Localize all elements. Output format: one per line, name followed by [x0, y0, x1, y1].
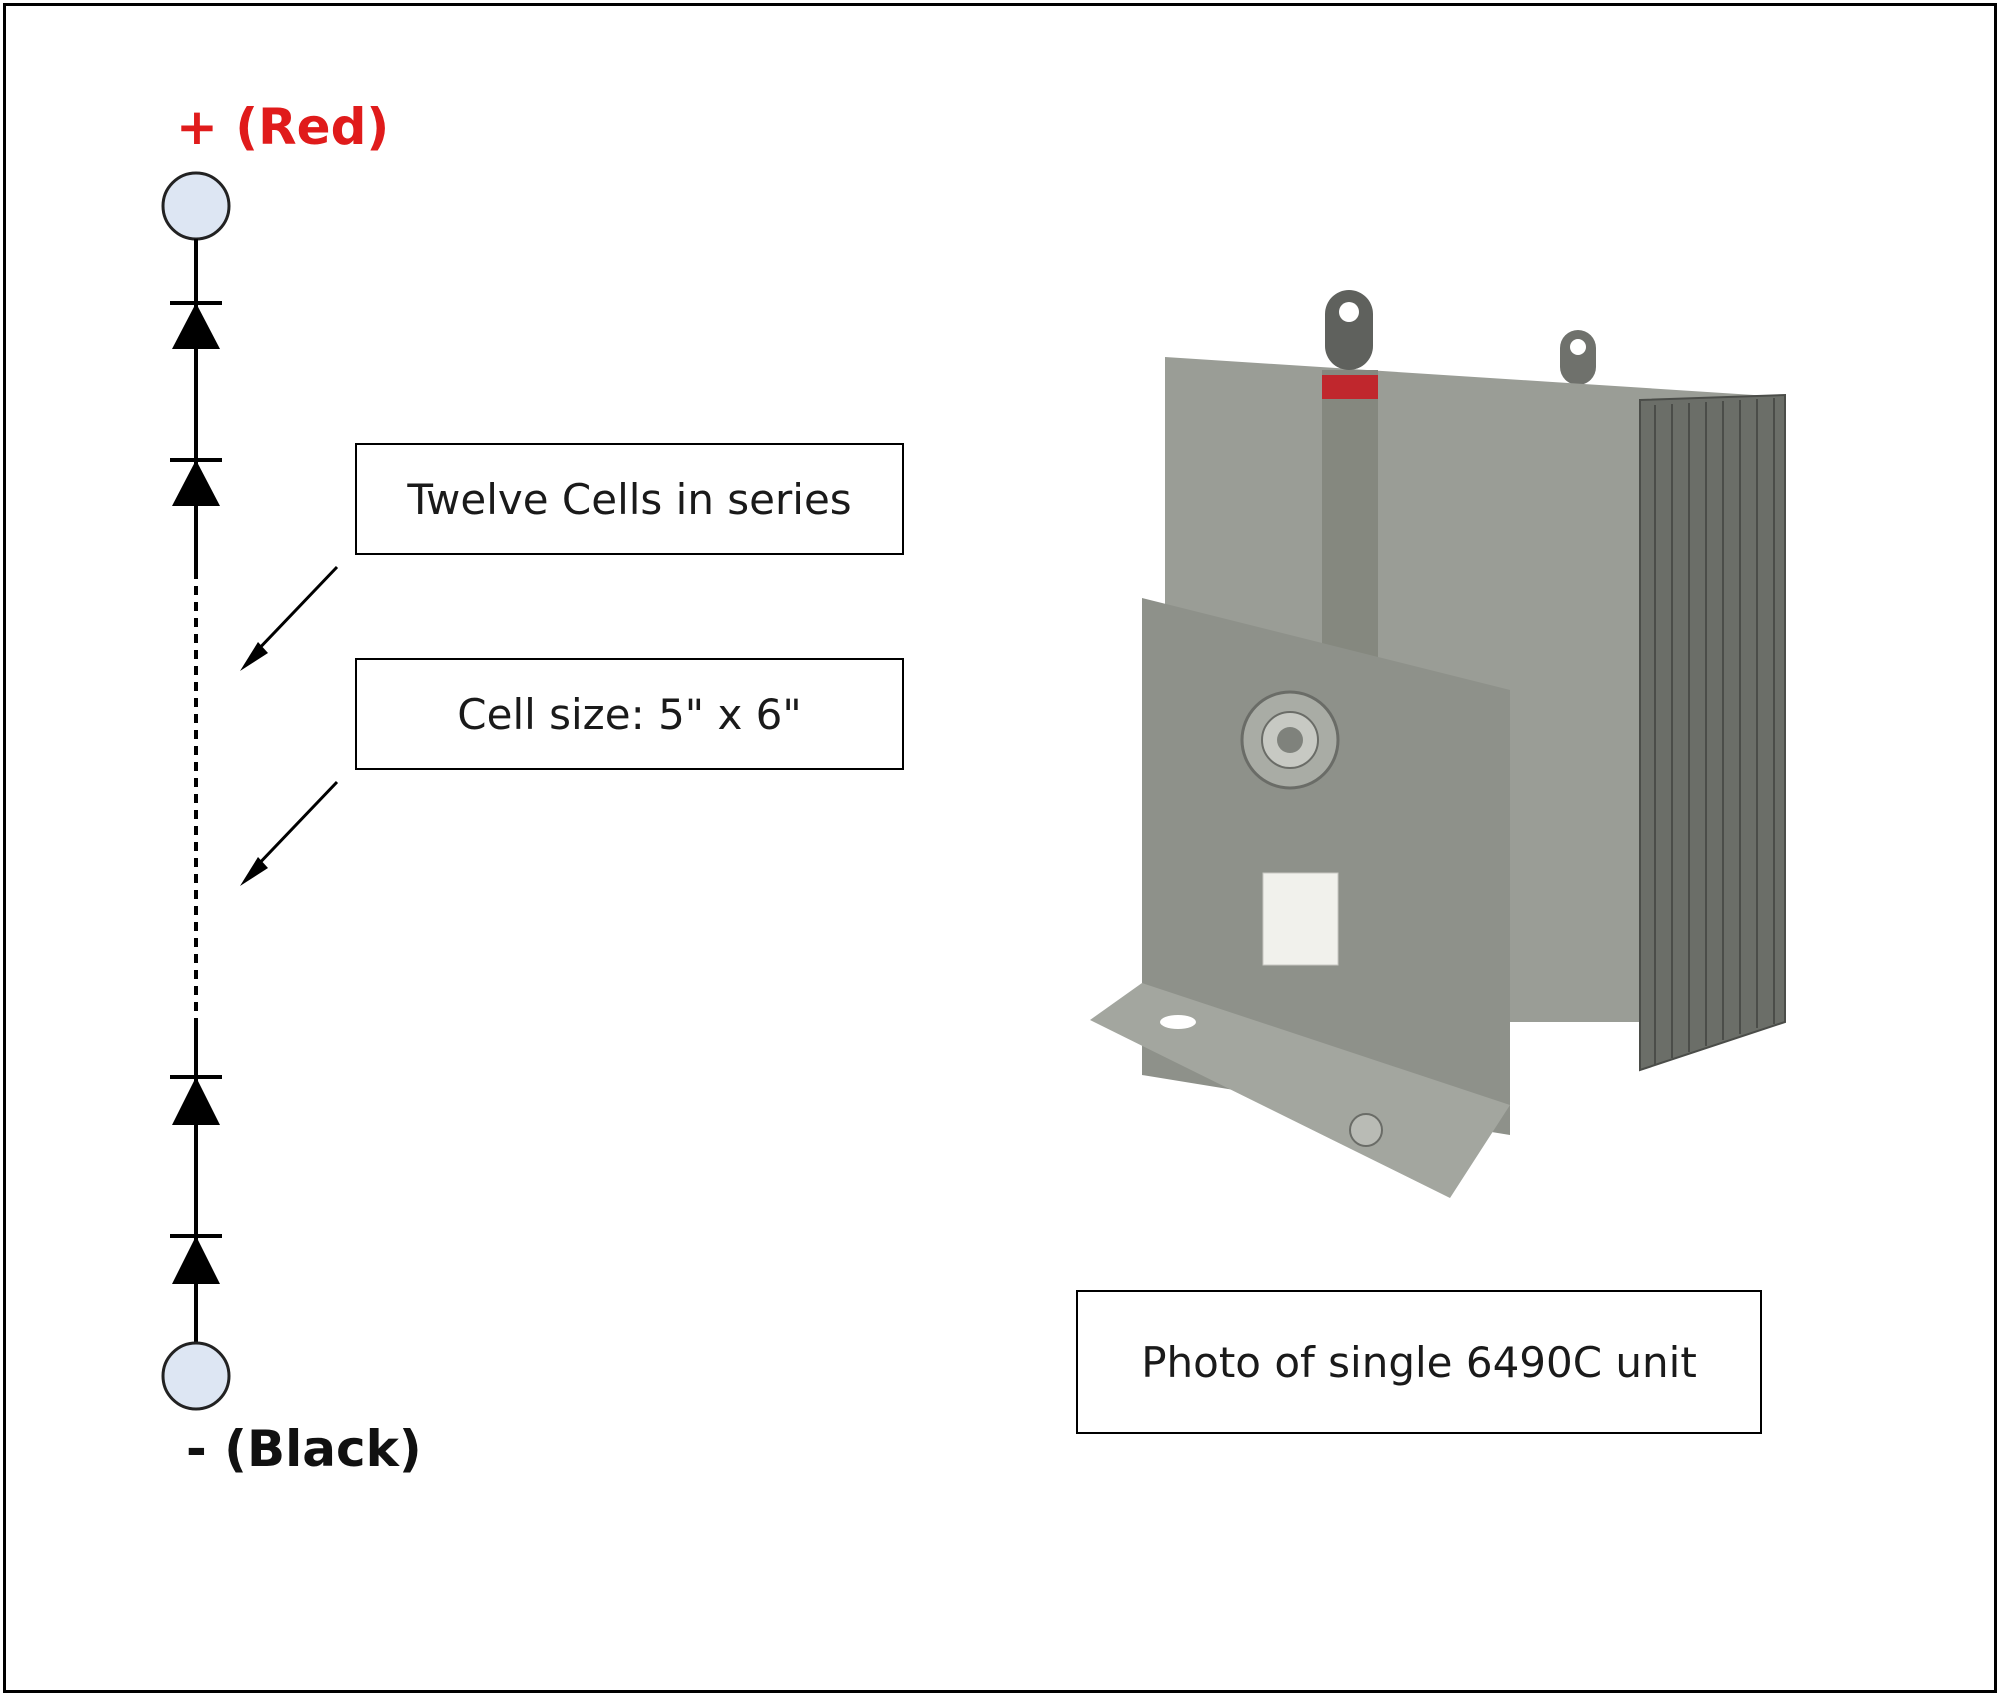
callout-arrow-cells [240, 565, 339, 671]
diode-cell-2 [170, 458, 222, 506]
photo-caption-text: Photo of single 6490C unit [1141, 1337, 1697, 1387]
photo-caption-box: Photo of single 6490C unit [1076, 1290, 1762, 1434]
cells-callout-box: Twelve Cells in series [355, 443, 904, 555]
device-photo [1090, 290, 1786, 1198]
cells-callout-text: Twelve Cells in series [407, 474, 852, 524]
cell-size-callout-box: Cell size: 5" x 6" [355, 658, 904, 770]
negative-terminal [161, 1341, 231, 1411]
negative-terminal-label: - (Black) [186, 1420, 422, 1478]
positive-terminal [161, 171, 231, 241]
diode-cell-1 [170, 301, 222, 349]
positive-terminal-label: + (Red) [176, 98, 390, 156]
diode-cell-11 [170, 1075, 222, 1125]
heatsink-fins [1639, 393, 1786, 1072]
callout-arrow-size [240, 780, 339, 886]
diode-cell-12 [170, 1234, 222, 1284]
cell-size-callout-text: Cell size: 5" x 6" [457, 689, 802, 739]
